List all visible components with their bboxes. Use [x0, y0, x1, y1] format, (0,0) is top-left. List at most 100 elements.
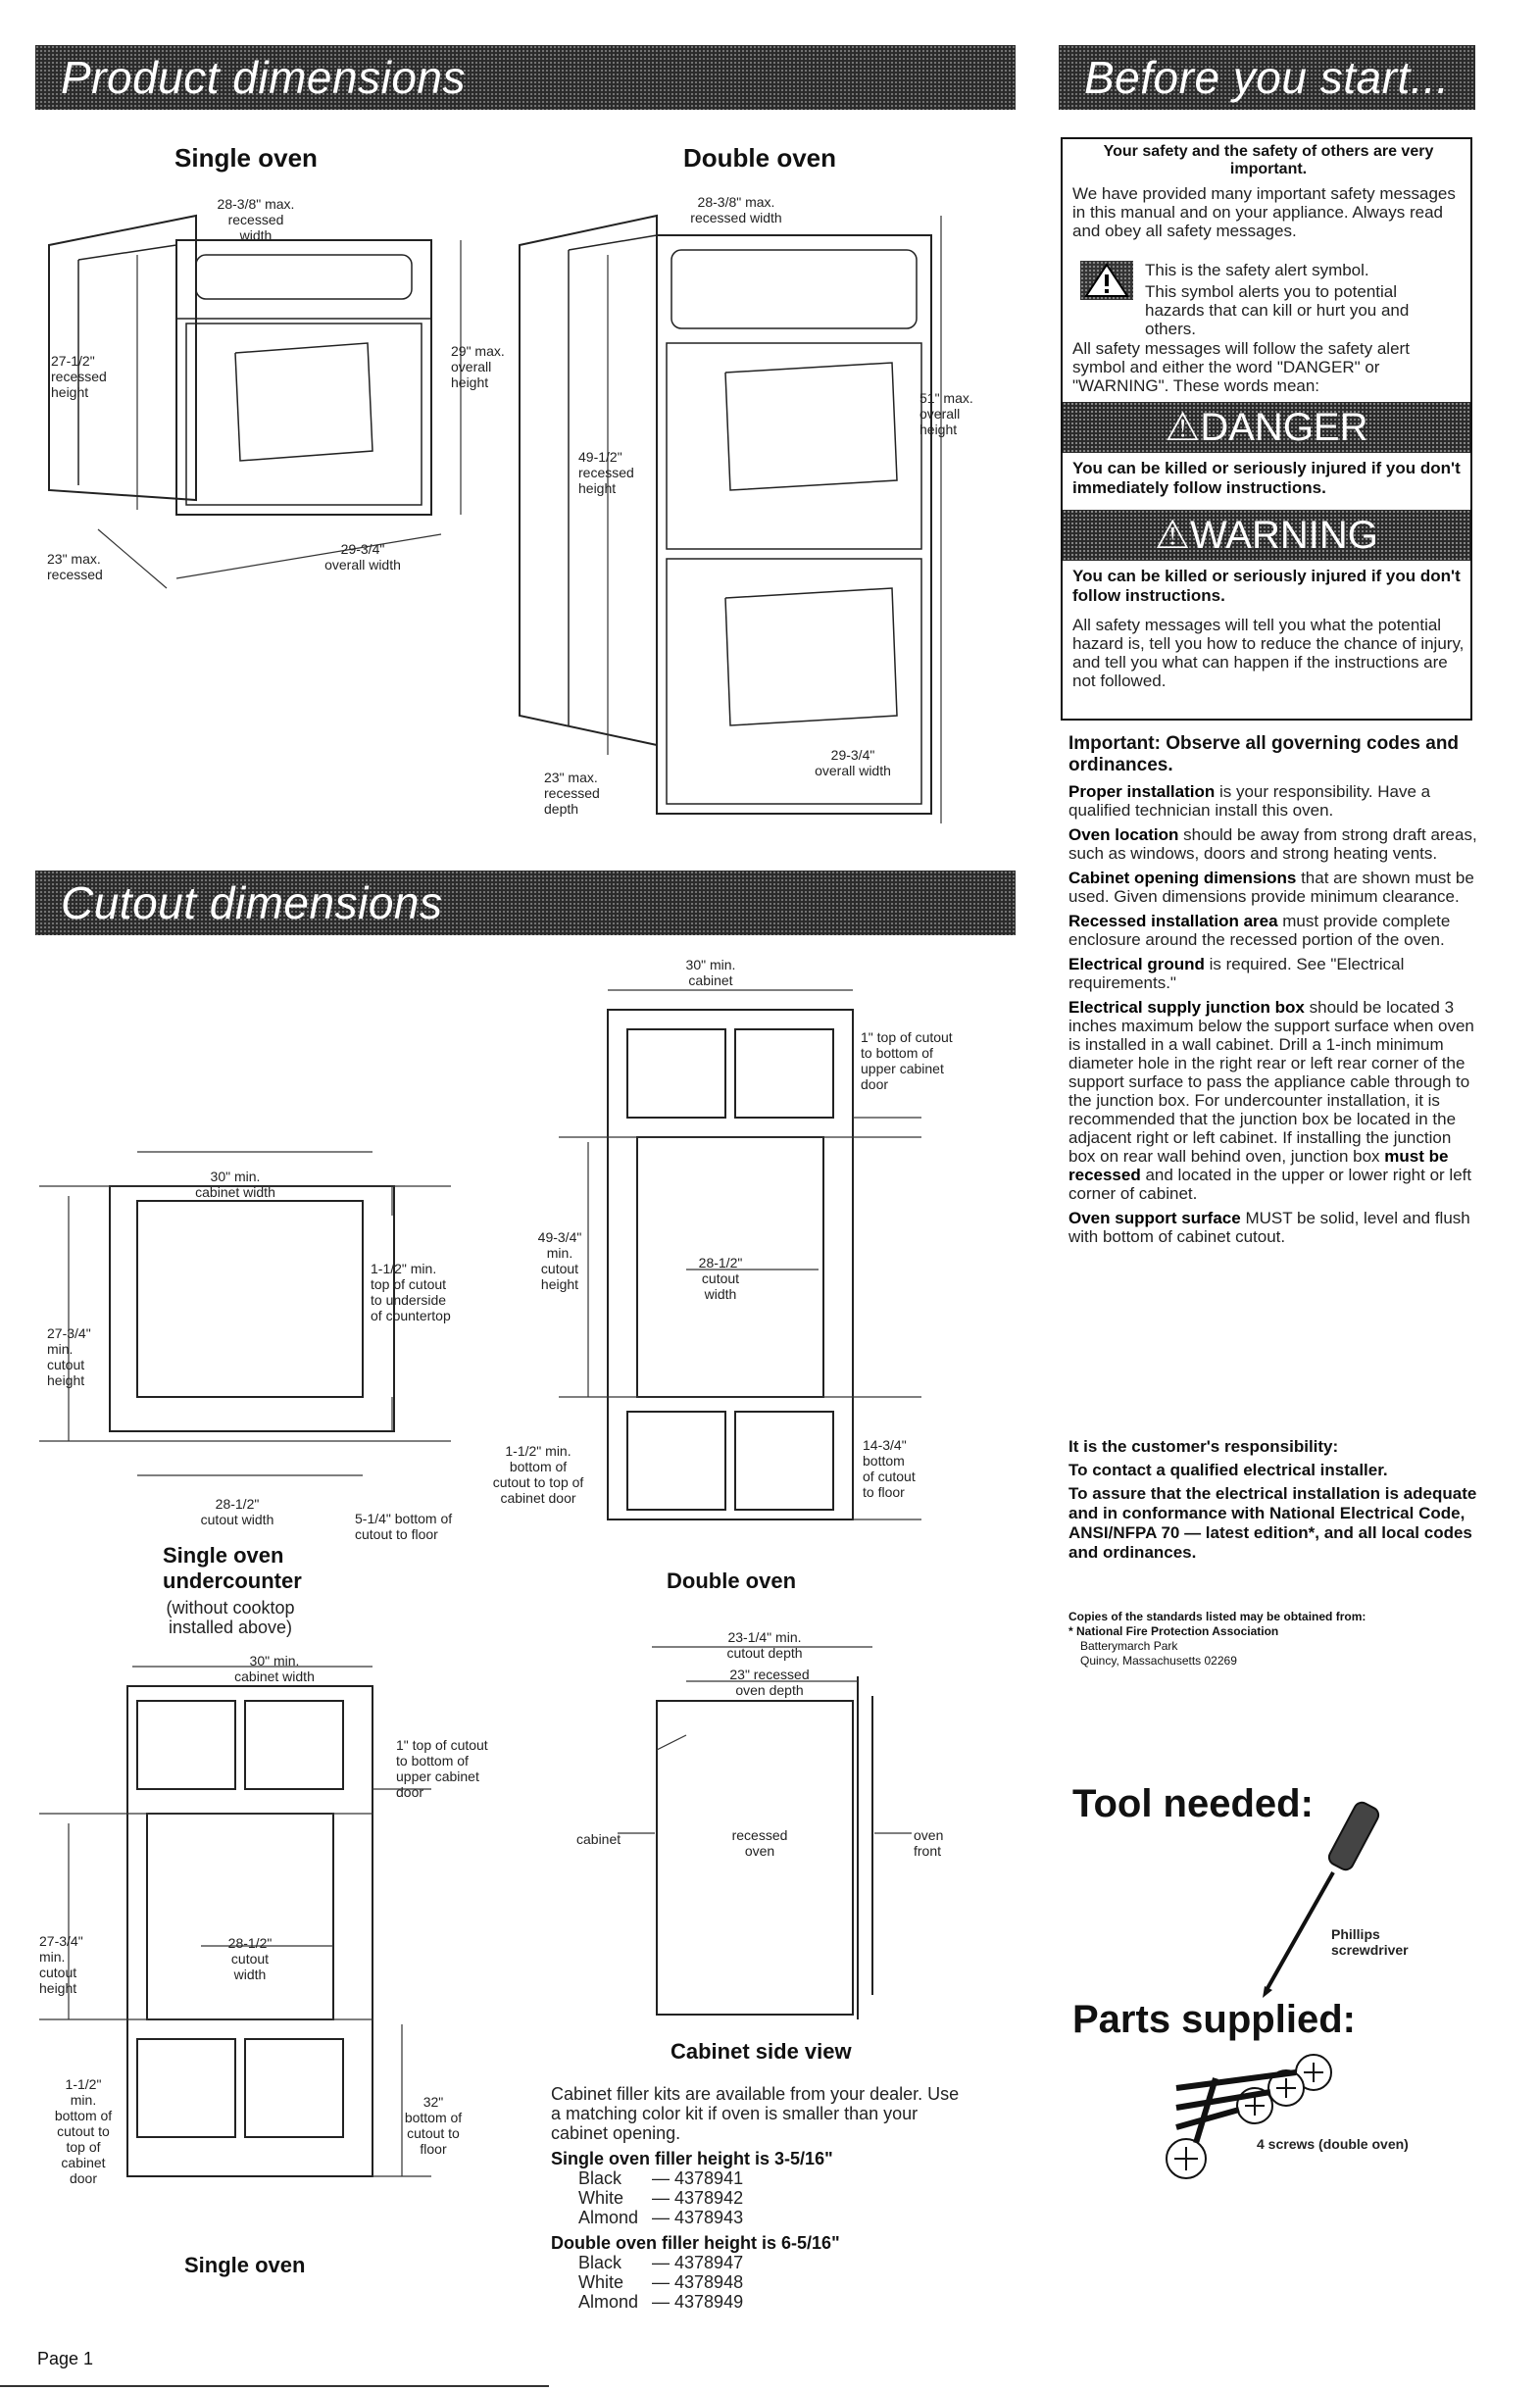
- safety-follow: All safety messages will follow the safe…: [1072, 339, 1410, 395]
- single-cutout-cut-width-label: 28-1/2" cutout width: [227, 1935, 273, 1982]
- single-oven-overall-width-label: 29-3/4" overall width: [324, 541, 401, 573]
- safety-header: Your safety and the safety of others are…: [1103, 143, 1434, 177]
- single-cutout-width-label: 30" min. cabinet width: [234, 1653, 315, 1684]
- page-number: Page 1: [37, 2349, 94, 2368]
- side-view-depth-label: 23-1/4" min. cutout depth: [726, 1629, 803, 1661]
- parts-heading: Parts supplied:: [1072, 1998, 1356, 2041]
- double-oven-width-label: 28-3/8" max. recessed width: [690, 194, 782, 225]
- double-cutout-width-label: 30" min. cabinet: [685, 957, 736, 988]
- copies-line2: Batterymarch Park: [1080, 1639, 1178, 1653]
- filler-single-list: Black — 4378941 White — 4378942 Almond —…: [551, 2168, 963, 2227]
- side-view-diagram: [618, 1646, 912, 2019]
- filler-single-item: Almond — 4378943: [578, 2208, 744, 2227]
- single-cutout-title: Single oven: [184, 2253, 306, 2277]
- cutout-dimensions-banner: Cutout dimensions: [35, 871, 1016, 935]
- safety-intro: We have provided many important safety m…: [1072, 184, 1456, 240]
- danger-text: You can be killed or seriously injured i…: [1072, 459, 1461, 497]
- important-p4: Recessed installation area must provide …: [1068, 912, 1451, 949]
- product-dimensions-banner: Product dimensions: [35, 45, 1016, 110]
- tool-name: Phillips screwdriver: [1331, 1926, 1409, 1958]
- single-oven-diagram: [48, 214, 462, 589]
- double-cutout-top-label: 1" top of cutout to bottom of upper cabi…: [861, 1029, 953, 1092]
- single-cutout-top-label: 1" top of cutout to bottom of upper cabi…: [396, 1737, 488, 1800]
- danger-word: DANGER: [1200, 406, 1368, 449]
- parts-screws-label: 4 screws (double oven): [1257, 2136, 1409, 2152]
- customer-line2: To contact a qualified electrical instal…: [1068, 1461, 1388, 1479]
- safety-box: Your safety and the safety of others are…: [1061, 137, 1472, 721]
- undercounter-title: Single oven undercounter: [163, 1543, 302, 1593]
- undercounter-height-label: 27-3/4" min. cutout height: [47, 1325, 91, 1388]
- side-view-cabinet-label: cabinet: [576, 1831, 621, 1847]
- danger-bar: ⚠DANGER: [1063, 402, 1470, 453]
- double-oven-overall-width-label: 29-3/4" overall width: [815, 747, 891, 778]
- tool-heading: Tool needed:: [1072, 1782, 1314, 1825]
- single-cutout-height-label: 27-3/4" min. cutout height: [39, 1933, 83, 1996]
- screws-icon: [1166, 2054, 1332, 2179]
- single-oven-recessed-height-label: 27-1/2" recessed height: [51, 353, 107, 400]
- filler-double-item: White — 4378948: [578, 2272, 744, 2292]
- filler-double-item: Almond — 4378949: [578, 2292, 744, 2312]
- undercounter-top-label: 1-1/2" min. top of cutout to underside o…: [371, 1261, 451, 1323]
- single-cutout-bottom-door-label: 1-1/2" min. bottom of cutout to top of c…: [54, 2076, 113, 2186]
- filler-double-item: Black — 4378947: [578, 2253, 744, 2272]
- filler-single-item: Black — 4378941: [578, 2168, 744, 2188]
- single-oven-title: Single oven: [174, 143, 318, 173]
- double-cutout-diagram: [559, 989, 921, 1520]
- undercounter-diagram: [39, 1151, 451, 1476]
- double-oven-title: Double oven: [683, 143, 837, 173]
- warning-alert-icon: ⚠: [1155, 514, 1190, 557]
- single-cutout-floor-label: 32" bottom of cutout to floor: [404, 2094, 463, 2157]
- single-oven-depth-label: 23" max. recessed: [47, 551, 103, 582]
- filler-single-item: White — 4378942: [578, 2188, 744, 2208]
- cutout-dimensions-title: Cutout dimensions: [61, 877, 443, 928]
- safety-alert-symbol-icon: [1080, 261, 1133, 300]
- filler-intro: Cabinet filler kits are available from y…: [551, 2084, 960, 2143]
- copies-line1: * National Fire Protection Association: [1068, 1624, 1279, 1638]
- filler-double-list: Black — 4378947 White — 4378948 Almond —…: [551, 2253, 963, 2312]
- copies-section: Copies of the standards listed may be ob…: [1068, 1610, 1480, 1669]
- undercounter-subtitle: (without cooktop installed above): [166, 1598, 295, 1637]
- double-oven-diagram: [519, 214, 942, 823]
- undercounter-bottom-label: 5-1/4" bottom of cutout to floor: [355, 1511, 453, 1542]
- footer-rule: [0, 2385, 549, 2387]
- important-heading: Important: Observe all governing codes a…: [1068, 733, 1460, 775]
- important-p1: Proper installation is your responsibili…: [1068, 782, 1431, 820]
- double-oven-recessed-height-label: 49-1/2" recessed height: [578, 449, 634, 496]
- double-cutout-height-label: 49-3/4" min. cutout height: [537, 1229, 582, 1292]
- warning-bar: ⚠WARNING: [1063, 510, 1470, 561]
- screwdriver-icon: [1263, 1801, 1380, 1998]
- important-p5: Electrical ground is required. See "Elec…: [1068, 955, 1405, 992]
- filler-section: Cabinet filler kits are available from y…: [551, 2084, 963, 2312]
- undercounter-cut-width-label: 28-1/2" cutout width: [200, 1496, 274, 1527]
- side-view-recessed-depth-label: 23" recessed oven depth: [729, 1667, 810, 1698]
- single-oven-width-label: 28-3/8" max. recessed width: [217, 196, 295, 243]
- side-view-recessed-label: recessed oven: [731, 1827, 788, 1859]
- single-cutout-diagram: [39, 1666, 431, 2177]
- important-p6: Electrical supply junction box should be…: [1068, 998, 1474, 1203]
- copies-intro: Copies of the standards listed may be ob…: [1068, 1610, 1366, 1623]
- safety-alert-line1: This is the safety alert symbol.: [1145, 261, 1369, 279]
- customer-section: It is the customer's responsibility: To …: [1068, 1437, 1480, 1563]
- before-you-start-banner: Before you start...: [1059, 45, 1475, 110]
- safety-closing: All safety messages will tell you what t…: [1072, 616, 1465, 690]
- customer-line3: To assure that the electrical installati…: [1068, 1484, 1477, 1562]
- warning-text: You can be killed or seriously injured i…: [1072, 567, 1461, 605]
- side-view-front-label: oven front: [914, 1827, 944, 1859]
- important-section: Important: Observe all governing codes a…: [1068, 733, 1480, 1252]
- important-p3: Cabinet opening dimensions that are show…: [1068, 869, 1474, 906]
- danger-alert-icon: ⚠: [1165, 406, 1201, 449]
- double-cutout-bottom-door-label: 1-1/2" min. bottom of cutout to top of c…: [492, 1443, 584, 1506]
- safety-alert-line2: This symbol alerts you to potential haza…: [1145, 282, 1410, 338]
- filler-double-heading: Double oven filler height is 6-5/16": [551, 2233, 840, 2253]
- customer-line1: It is the customer's responsibility:: [1068, 1437, 1339, 1456]
- product-dimensions-title: Product dimensions: [61, 52, 466, 103]
- filler-single-heading: Single oven filler height is 3-5/16": [551, 2149, 833, 2168]
- undercounter-width-label: 30" min. cabinet width: [195, 1169, 275, 1200]
- before-you-start-title: Before you start...: [1084, 52, 1450, 103]
- important-p7: Oven support surface MUST be solid, leve…: [1068, 1209, 1470, 1246]
- single-oven-overall-height-label: 29" max. overall height: [451, 343, 505, 390]
- double-oven-overall-height-label: 51" max. overall height: [919, 390, 973, 437]
- warning-word: WARNING: [1190, 514, 1378, 557]
- important-p2: Oven location should be away from strong…: [1068, 825, 1477, 863]
- double-oven-depth-label: 23" max. recessed depth: [544, 770, 600, 817]
